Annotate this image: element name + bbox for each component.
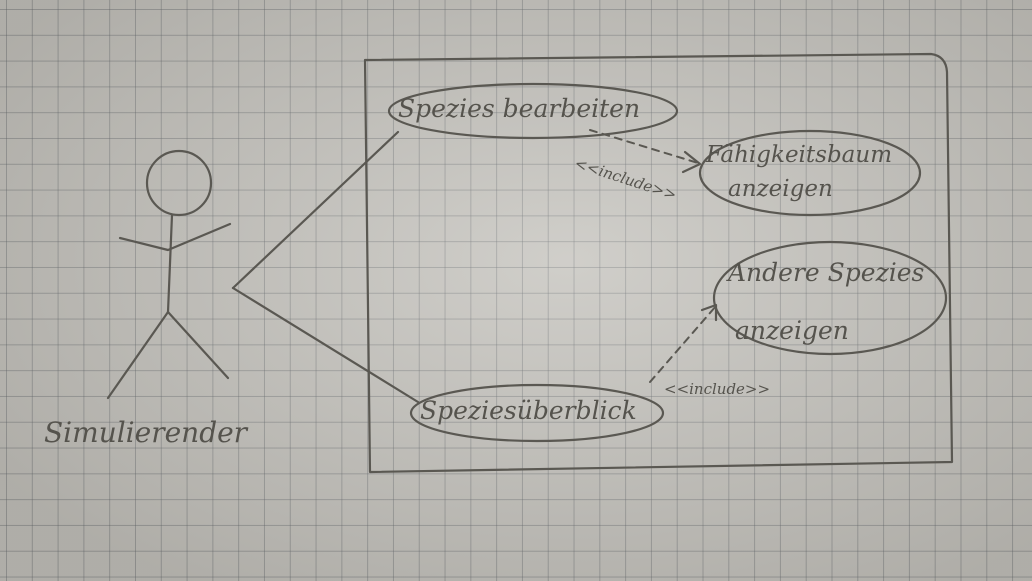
usecase-tree-ellipse [698, 129, 922, 217]
association-edit [231, 130, 400, 290]
include-arrowhead-bottom [700, 303, 718, 322]
actor-figure [106, 149, 232, 400]
usecase-other-ellipse [712, 240, 948, 356]
actor-arms [118, 222, 232, 252]
actor-body [166, 213, 174, 314]
usecase-overview-label: Speziesüberblick [420, 396, 637, 425]
actor-label: Simulierender [44, 416, 248, 449]
usecase-tree-label-line2: anzeigen [728, 176, 833, 202]
include-edge-bottom [649, 305, 717, 383]
usecase-other-label-line1: Andere Spezies [728, 258, 925, 287]
actor-head [145, 149, 213, 217]
usecase-edit-ellipse [387, 82, 679, 140]
system-boundary [363, 52, 954, 474]
usecase-other-label-line2: anzeigen [735, 316, 849, 345]
usecase-tree-label-line1: Fähigkeitsbaum [706, 142, 893, 168]
association-overview [231, 286, 420, 404]
actor-legs [106, 310, 230, 400]
include-edge-top [589, 129, 699, 164]
include-label-bottom: <<include>> [664, 380, 771, 398]
usecase-overview-ellipse [409, 383, 665, 443]
usecase-edit-label: Spezies bearbeiten [398, 94, 641, 123]
include-arrowhead-top [681, 150, 702, 174]
